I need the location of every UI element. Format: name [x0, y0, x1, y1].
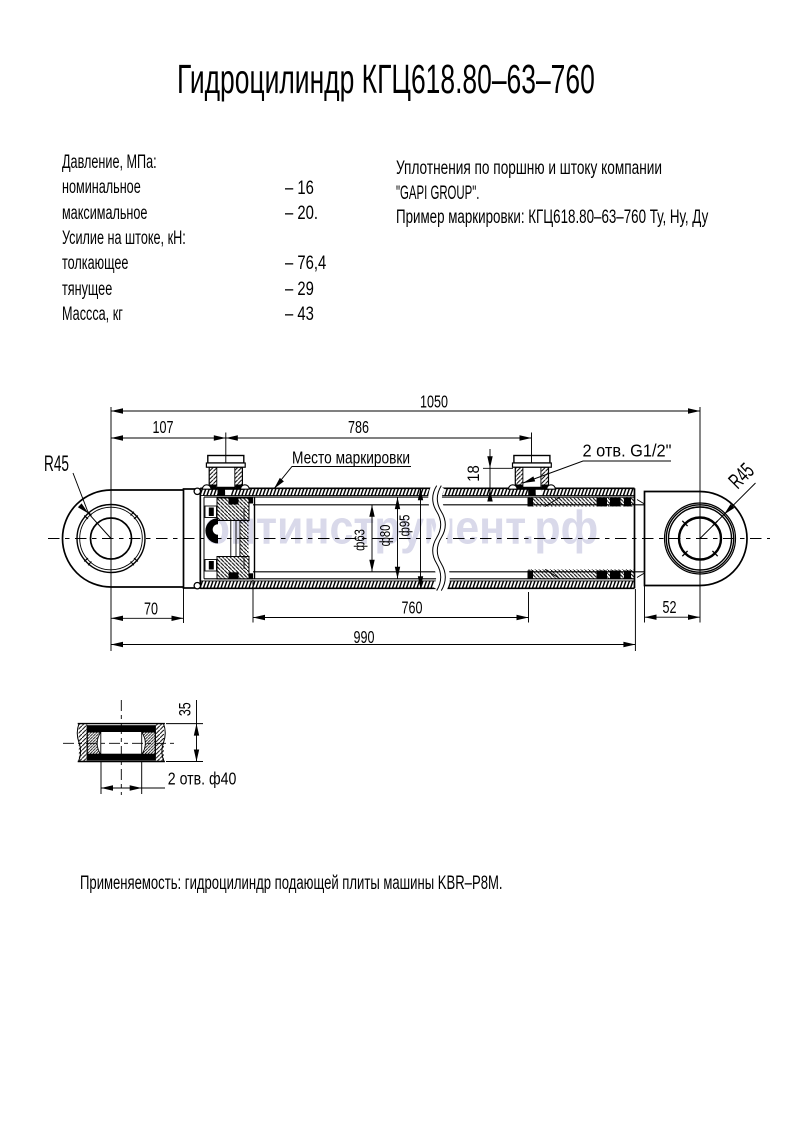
svg-text:2 отв. ф40: 2 отв. ф40 [168, 769, 237, 789]
svg-text:760: 760 [402, 599, 423, 618]
svg-text:107: 107 [153, 418, 174, 437]
svg-text:ф63: ф63 [351, 529, 368, 551]
svg-text:18: 18 [465, 465, 483, 482]
svg-text:Место маркировки: Место маркировки [292, 449, 410, 468]
svg-text:35: 35 [177, 702, 195, 716]
svg-text:1050: 1050 [420, 393, 448, 412]
svg-text:52: 52 [663, 598, 677, 617]
svg-text:R45: R45 [44, 451, 69, 476]
svg-text:786: 786 [348, 418, 369, 437]
svg-text:ф80: ф80 [376, 525, 393, 547]
svg-text:R45: R45 [723, 458, 759, 494]
svg-text:990: 990 [354, 628, 375, 647]
svg-text:2 отв. G1/2": 2 отв. G1/2" [583, 441, 672, 461]
svg-text:70: 70 [144, 600, 158, 619]
svg-text:ф95: ф95 [396, 515, 413, 537]
svg-text:оптинструмент.рф: оптинструмент.рф [204, 501, 598, 554]
